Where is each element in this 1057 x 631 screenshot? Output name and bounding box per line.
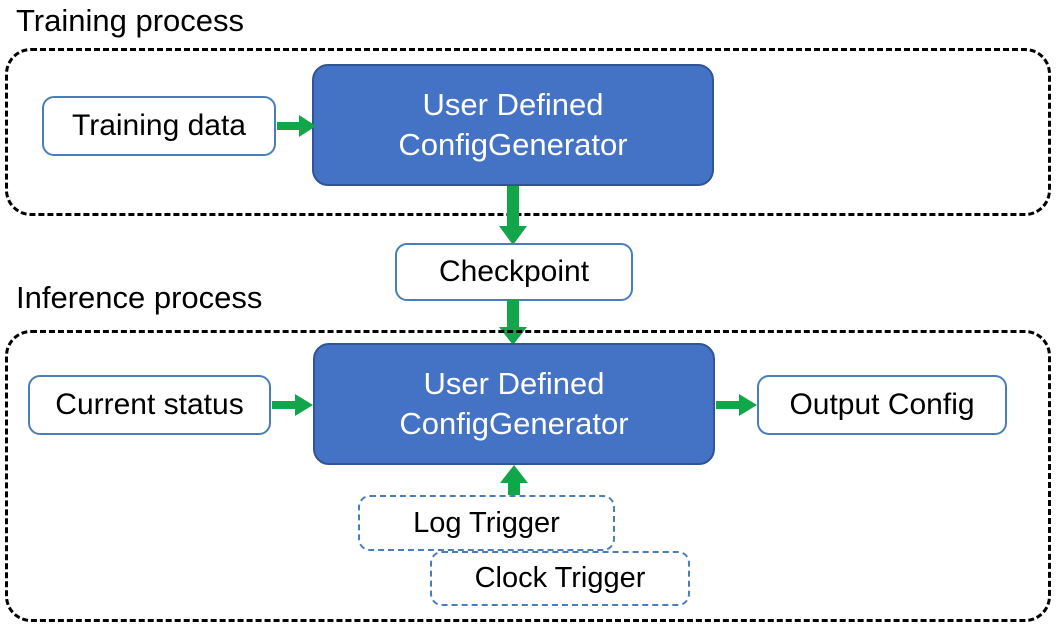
training-config-generator-line2: ConfigGenerator [398,127,628,162]
inference-process-container [5,330,1051,622]
log-trigger-node[interactable]: Log Trigger [358,495,615,551]
checkpoint-label: Checkpoint [438,255,590,289]
training-config-generator-node[interactable]: User Defined ConfigGenerator [312,64,714,186]
inference-config-generator-node[interactable]: User Defined ConfigGenerator [313,343,715,465]
clock-trigger-label: Clock Trigger [474,562,646,595]
current-status-node[interactable]: Current status [28,375,271,435]
inference-config-generator-line1: User Defined [423,366,605,402]
clock-trigger-node[interactable]: Clock Trigger [430,551,690,606]
arrow-training-data-to-generator [277,112,317,140]
training-process-container [5,48,1051,216]
inference-process-label: Inference process [16,280,263,315]
checkpoint-node[interactable]: Checkpoint [395,243,633,301]
arrow-training-generator-to-checkpoint [497,186,529,246]
output-config-label: Output Config [789,388,975,422]
training-config-generator-line1: User Defined [422,87,604,123]
log-trigger-label: Log Trigger [413,506,560,539]
arrow-current-status-to-generator [272,391,314,419]
training-process-label: Training process [16,3,245,38]
output-config-node[interactable]: Output Config [757,375,1007,435]
training-data-node[interactable]: Training data [42,96,276,156]
training-data-label: Training data [72,109,246,143]
inference-config-generator-line2: ConfigGenerator [399,406,629,441]
arrow-checkpoint-to-inference-generator [497,300,529,346]
arrow-triggers-to-generator [498,465,530,499]
arrow-generator-to-output-config [716,391,758,419]
current-status-label: Current status [55,388,244,422]
